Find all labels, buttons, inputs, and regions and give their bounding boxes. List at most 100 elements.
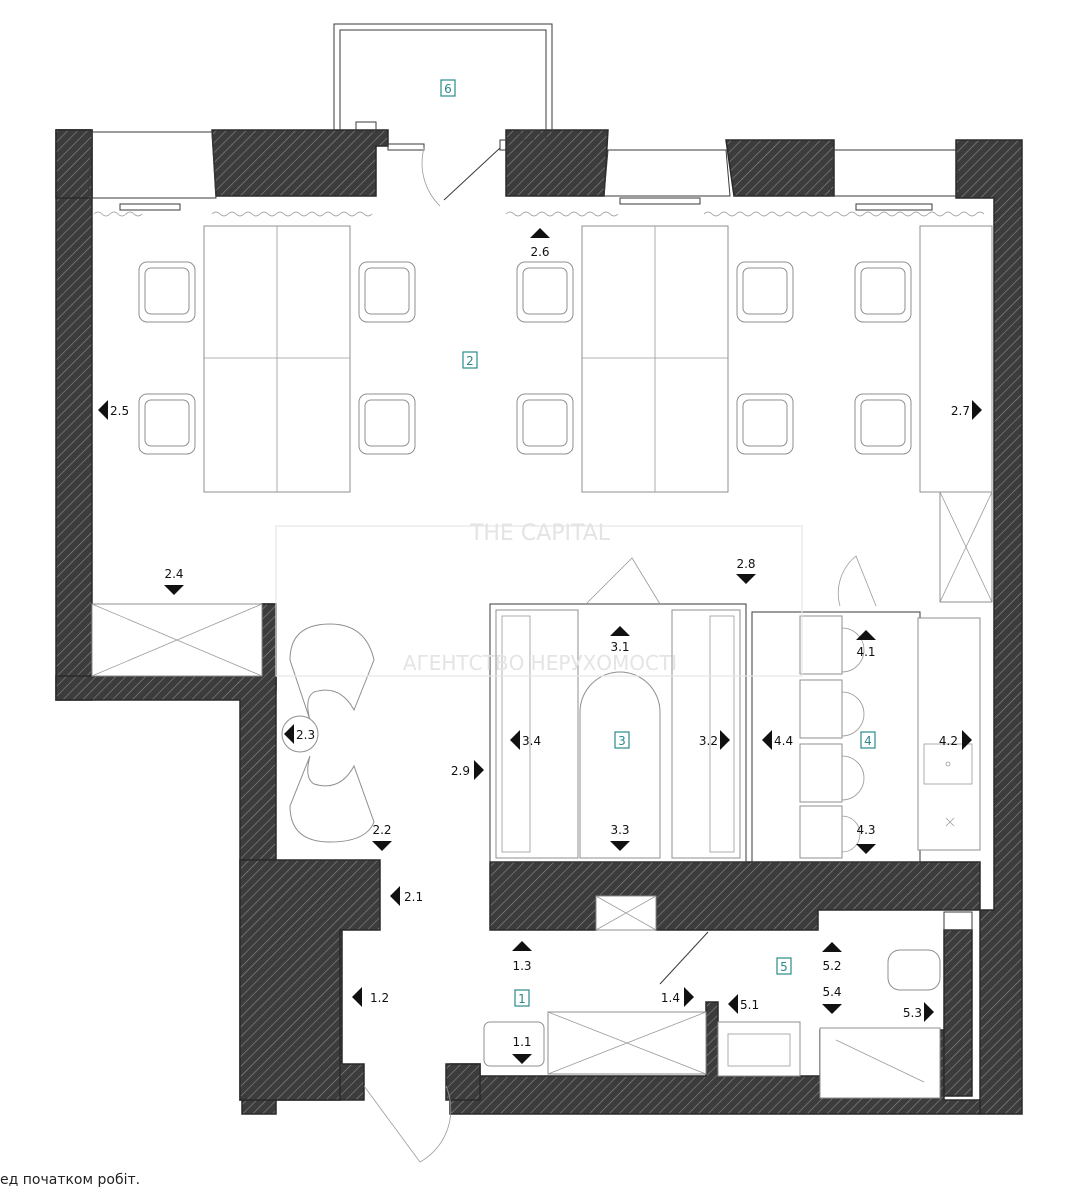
view-marker-1-2: 1.2 <box>352 987 389 1007</box>
marker-label: 2.8 <box>736 557 755 571</box>
view-marker-4-4: 4.4 <box>762 730 793 750</box>
marker-arrow-icon <box>856 844 876 854</box>
room-label-1: 1 <box>514 989 530 1007</box>
marker-label: 3.3 <box>610 823 629 837</box>
room-1 <box>363 895 709 1163</box>
marker-arrow-icon <box>530 228 550 238</box>
marker-label: 2.7 <box>951 404 970 418</box>
room-number: 3 <box>618 734 626 748</box>
room-number: 5 <box>780 960 788 974</box>
watermark-brand: THE CAPITAL <box>469 521 611 546</box>
marker-label: 2.9 <box>451 764 470 778</box>
view-marker-1-4: 1.4 <box>661 987 694 1007</box>
room-label-4: 4 <box>860 731 876 749</box>
view-marker-5-2: 5.2 <box>822 942 842 973</box>
balcony-door <box>387 139 509 207</box>
view-markers: 1.1 1.2 1.3 1.4 2.1 2.2 2.3 2.4 2.5 2.6 2.7 2.8 2.9 3… <box>98 228 982 1064</box>
desks <box>203 225 993 493</box>
view-marker-2-6: 2.6 <box>530 228 550 259</box>
wardrobes <box>91 491 993 677</box>
marker-arrow-icon <box>164 585 184 595</box>
marker-arrow-icon <box>390 886 400 906</box>
marker-arrow-icon <box>372 841 392 851</box>
marker-arrow-icon <box>728 994 738 1014</box>
view-marker-4-1: 4.1 <box>856 630 876 659</box>
marker-arrow-icon <box>924 1002 934 1022</box>
marker-label: 2.5 <box>110 404 129 418</box>
marker-label: 2.2 <box>372 823 391 837</box>
marker-label: 1.1 <box>512 1035 531 1049</box>
room-3 <box>489 555 877 863</box>
view-marker-1-3: 1.3 <box>512 941 532 973</box>
view-marker-4-2: 4.2 <box>939 730 972 750</box>
view-marker-2-1: 2.1 <box>390 886 423 906</box>
view-marker-3-1: 3.1 <box>610 626 630 654</box>
curtains <box>93 211 985 217</box>
windows <box>87 131 961 211</box>
marker-label: 5.2 <box>822 959 841 973</box>
marker-arrow-icon <box>720 730 730 750</box>
view-marker-2-3: 2.3 <box>284 724 315 744</box>
marker-arrow-icon <box>972 400 982 420</box>
marker-arrow-icon <box>512 1054 532 1064</box>
marker-arrow-icon <box>736 574 756 584</box>
footer-note: ед початком робіт. <box>0 1172 141 1188</box>
marker-label: 4.4 <box>774 734 793 748</box>
view-marker-5-1: 5.1 <box>728 994 759 1014</box>
marker-arrow-icon <box>474 760 484 780</box>
marker-arrow-icon <box>284 724 294 744</box>
armchairs <box>281 623 375 843</box>
marker-arrow-icon <box>822 1004 842 1014</box>
marker-arrow-icon <box>684 987 694 1007</box>
marker-label: 5.1 <box>740 998 759 1012</box>
room-number: 4 <box>864 734 872 748</box>
view-marker-2-2: 2.2 <box>372 823 392 851</box>
marker-label: 5.4 <box>822 985 841 999</box>
marker-arrow-icon <box>856 630 876 640</box>
marker-arrow-icon <box>762 730 772 750</box>
watermark: THE CAPITAL АГЕНТСТВО НЕРУХОМОСТІ <box>275 521 803 677</box>
marker-arrow-icon <box>98 400 108 420</box>
room-labels: 1 2 3 4 5 6 <box>440 79 876 1007</box>
room-label-5: 5 <box>776 957 792 975</box>
view-marker-1-1: 1.1 <box>512 1035 532 1064</box>
marker-label: 1.2 <box>370 991 389 1005</box>
room-label-6: 6 <box>440 79 456 97</box>
view-marker-2-7: 2.7 <box>951 400 982 420</box>
marker-label: 3.2 <box>699 734 718 748</box>
marker-label: 4.3 <box>856 823 875 837</box>
marker-arrow-icon <box>512 941 532 951</box>
marker-arrow-icon <box>822 942 842 952</box>
marker-label: 2.1 <box>404 890 423 904</box>
view-marker-2-8: 2.8 <box>736 557 756 584</box>
view-marker-3-4: 3.4 <box>510 730 541 750</box>
marker-arrow-icon <box>610 841 630 851</box>
room-label-3: 3 <box>614 731 630 749</box>
marker-arrow-icon <box>510 730 520 750</box>
view-marker-4-3: 4.3 <box>856 823 876 854</box>
view-marker-2-5: 2.5 <box>98 400 129 420</box>
view-marker-2-4: 2.4 <box>164 567 184 595</box>
marker-label: 4.1 <box>856 645 875 659</box>
room-5 <box>717 911 973 1099</box>
marker-label: 2.3 <box>296 728 315 742</box>
marker-label: 3.4 <box>522 734 541 748</box>
view-marker-3-2: 3.2 <box>699 730 730 750</box>
view-marker-2-9: 2.9 <box>451 760 484 780</box>
marker-label: 1.3 <box>512 959 531 973</box>
marker-label: 5.3 <box>903 1006 922 1020</box>
marker-label: 2.4 <box>164 567 183 581</box>
view-marker-5-4: 5.4 <box>822 985 842 1014</box>
view-marker-5-3: 5.3 <box>903 1002 934 1022</box>
watermark-subtitle: АГЕНТСТВО НЕРУХОМОСТІ <box>403 651 677 675</box>
room-label-2: 2 <box>462 351 478 369</box>
marker-label: 3.1 <box>610 640 629 654</box>
marker-label: 2.6 <box>530 245 549 259</box>
balcony <box>333 23 553 141</box>
marker-label: 4.2 <box>939 734 958 748</box>
marker-arrow-icon <box>610 626 630 636</box>
marker-arrow-icon <box>352 987 362 1007</box>
marker-label: 1.4 <box>661 991 680 1005</box>
room-number: 2 <box>466 354 474 368</box>
